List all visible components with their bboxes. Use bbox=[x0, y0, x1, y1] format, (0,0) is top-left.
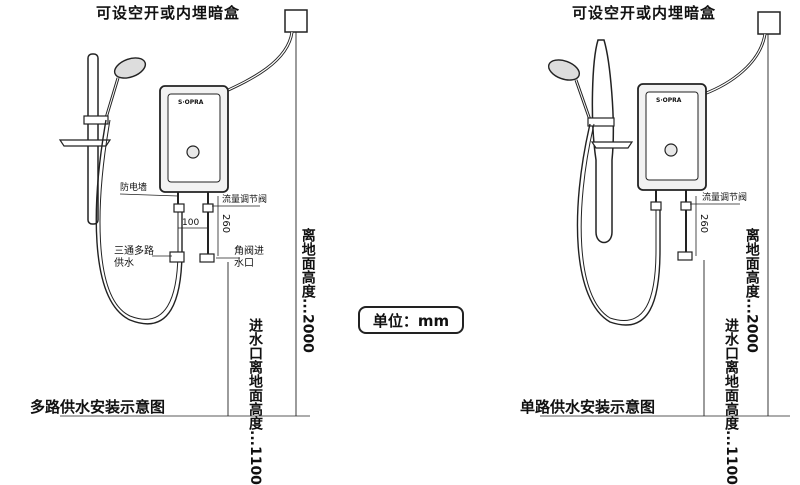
left-angle-valve-label: 角阀进水口 bbox=[234, 246, 264, 269]
left-dim-260: 260 bbox=[220, 214, 231, 234]
left-inlet-height: 进水口离地面高度...1100 bbox=[247, 318, 263, 485]
right-top-note: 可设空开或内埋暗盒 bbox=[572, 4, 717, 22]
left-brand-label: S·OPRA bbox=[178, 99, 204, 106]
right-inlet-height: 进水口离地面高度...1100 bbox=[723, 318, 739, 485]
installation-diagram: S·OPRA S·OPRA 可设空开或内埋暗盒 防电墙 流量调节阀 100 26… bbox=[30, 4, 790, 485]
right-height-2000: 离地面高度...2000 bbox=[743, 228, 760, 353]
left-shower-head bbox=[113, 57, 147, 79]
left-shower-hose bbox=[95, 119, 183, 325]
left-flow-valve-label: 流量调节阀 bbox=[222, 195, 268, 205]
unit-label: 单位：mm bbox=[358, 306, 464, 334]
right-flow-valve-label: 流量调节阀 bbox=[702, 193, 748, 203]
left-height-2000: 离地面高度...2000 bbox=[299, 228, 316, 353]
right-soap-dish bbox=[590, 141, 634, 149]
left-diagram bbox=[58, 9, 310, 417]
right-power-cable bbox=[703, 33, 767, 96]
right-dim-260: 260 bbox=[698, 214, 709, 234]
right-shower-head bbox=[547, 59, 581, 81]
left-dim-100: 100 bbox=[182, 218, 200, 228]
right-shower-hose bbox=[576, 123, 661, 326]
right-junction-box bbox=[757, 11, 781, 35]
left-three-way-label: 三通多路供水 bbox=[114, 246, 154, 269]
right-brand-label: S·OPRA bbox=[656, 97, 682, 104]
right-diagram bbox=[540, 11, 790, 417]
left-junction-box bbox=[284, 9, 308, 33]
right-shower-rail bbox=[591, 39, 615, 244]
left-caption: 多路供水安装示意图 bbox=[30, 398, 166, 416]
diagram-lines bbox=[58, 9, 790, 417]
right-caption: 单路供水安装示意图 bbox=[520, 398, 656, 416]
left-heater-knob bbox=[186, 145, 200, 159]
left-top-note: 可设空开或内埋暗盒 bbox=[96, 4, 241, 22]
left-shower-rail bbox=[87, 53, 99, 225]
right-heater-knob bbox=[664, 143, 678, 157]
left-power-cable bbox=[223, 31, 294, 94]
left-leakage-plug-label: 防电墙 bbox=[120, 183, 148, 193]
